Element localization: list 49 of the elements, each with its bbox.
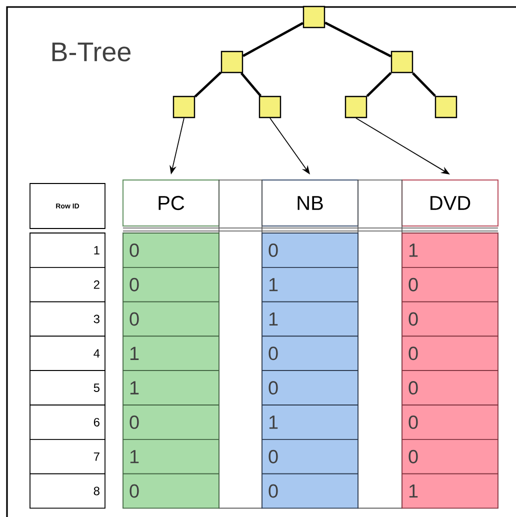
- row-id-cell: 8: [30, 473, 106, 509]
- column-header-box: NB: [262, 180, 358, 226]
- table-cell: 0: [402, 370, 498, 406]
- tree-branch-line: [324, 22, 392, 58]
- table-cell: 0: [262, 438, 358, 474]
- row-id-cell: 5: [30, 370, 106, 406]
- table-cell: 0: [262, 336, 358, 372]
- table-cell: 0: [402, 438, 498, 474]
- table-cell: 0: [122, 473, 220, 509]
- table-cell: 0: [402, 266, 498, 302]
- tree-node-square: [220, 50, 244, 74]
- row-id-cell: 7: [30, 438, 106, 474]
- table-cell: 0: [402, 301, 498, 337]
- table-cell: 0: [122, 266, 220, 302]
- tree-branch-line: [412, 72, 436, 97]
- tree-branch-line: [194, 72, 222, 98]
- row-id-cell: 1: [30, 232, 106, 268]
- column-header-box: PC: [122, 180, 220, 226]
- tree-branch-line: [242, 22, 304, 57]
- row-id-cell: 2: [30, 266, 106, 302]
- table-cell: 1: [402, 232, 498, 268]
- table-cell: 1: [122, 438, 220, 474]
- table-cell: 0: [122, 232, 220, 268]
- tree-node-square: [390, 50, 414, 74]
- table-cell: 0: [262, 232, 358, 268]
- title: B-Tree: [52, 42, 131, 62]
- table-cell: 1: [262, 266, 358, 302]
- row-id-cell: 6: [30, 404, 106, 440]
- table-cell: 1: [122, 370, 220, 406]
- table-cell: 0: [402, 404, 498, 440]
- row-id-cell: 3: [30, 301, 106, 337]
- tree-node-square: [172, 96, 196, 118]
- table-cell: 0: [262, 473, 358, 509]
- table-cell: 0: [262, 370, 358, 406]
- tree-node-square: [258, 96, 282, 118]
- tree-node-square: [344, 96, 368, 118]
- row-id-cell: 4: [30, 336, 106, 372]
- tree-branch-line: [366, 72, 392, 97]
- table-cell: 1: [262, 301, 358, 337]
- tree-node-square: [434, 96, 458, 118]
- table-cell: 0: [122, 301, 220, 337]
- table-cell: 0: [122, 404, 220, 440]
- table-cell: 0: [402, 336, 498, 372]
- column-header-box: DVD: [402, 180, 498, 226]
- tree-branch-line: [240, 72, 262, 97]
- table-cell: 1: [122, 336, 220, 372]
- table-cell: 1: [262, 404, 358, 440]
- table-cell: 1: [402, 473, 498, 509]
- tree-node-square: [302, 6, 326, 28]
